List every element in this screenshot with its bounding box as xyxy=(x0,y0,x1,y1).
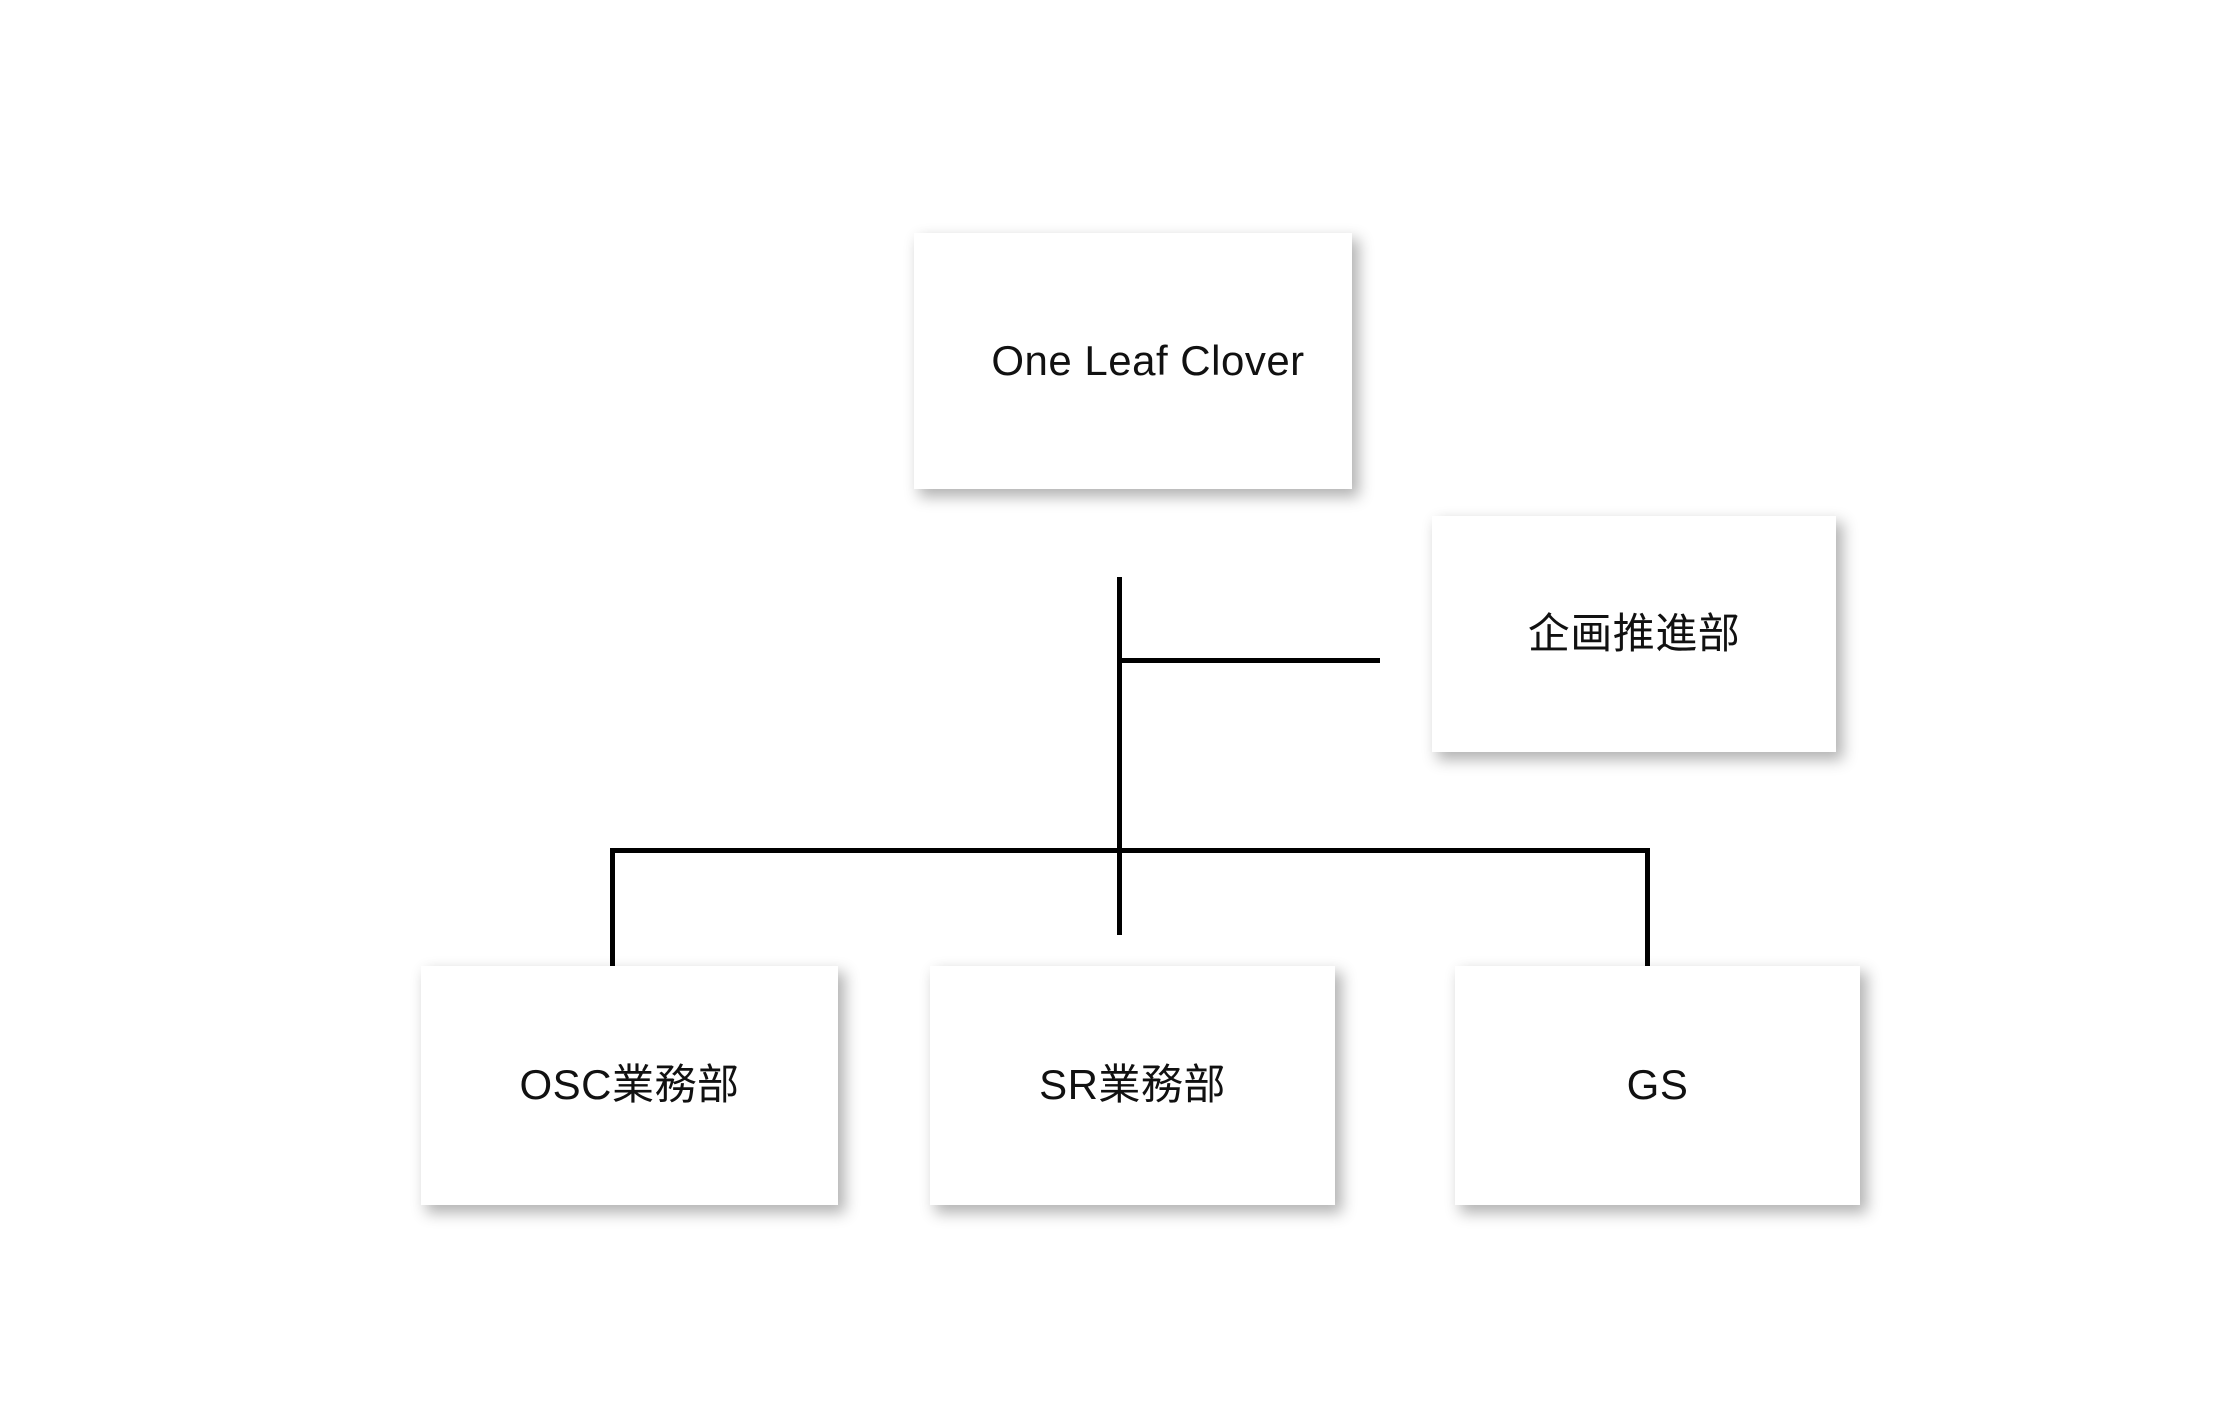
org-node-child-1-label: OSC業務部 xyxy=(519,1061,740,1109)
org-node-child-2-label: SR業務部 xyxy=(1039,1061,1226,1109)
org-node-root[interactable]: One Leaf Clover xyxy=(914,233,1352,489)
connector-staff-branch-horizontal xyxy=(1117,658,1380,663)
connector-child-right-drop xyxy=(1645,848,1650,966)
connector-trunk-vertical xyxy=(1117,577,1122,935)
org-node-child-3-label: GS xyxy=(1626,1061,1689,1109)
org-node-child-3[interactable]: GS xyxy=(1455,966,1860,1205)
connector-children-bus-horizontal xyxy=(610,848,1650,853)
org-node-root-label: One Leaf Clover xyxy=(991,336,1305,384)
connector-child-left-drop xyxy=(610,848,615,966)
org-node-staff[interactable]: 企画推進部 xyxy=(1432,516,1836,752)
org-node-child-1[interactable]: OSC業務部 xyxy=(421,966,838,1205)
org-node-staff-label: 企画推進部 xyxy=(1527,609,1741,657)
org-node-child-2[interactable]: SR業務部 xyxy=(930,966,1335,1205)
